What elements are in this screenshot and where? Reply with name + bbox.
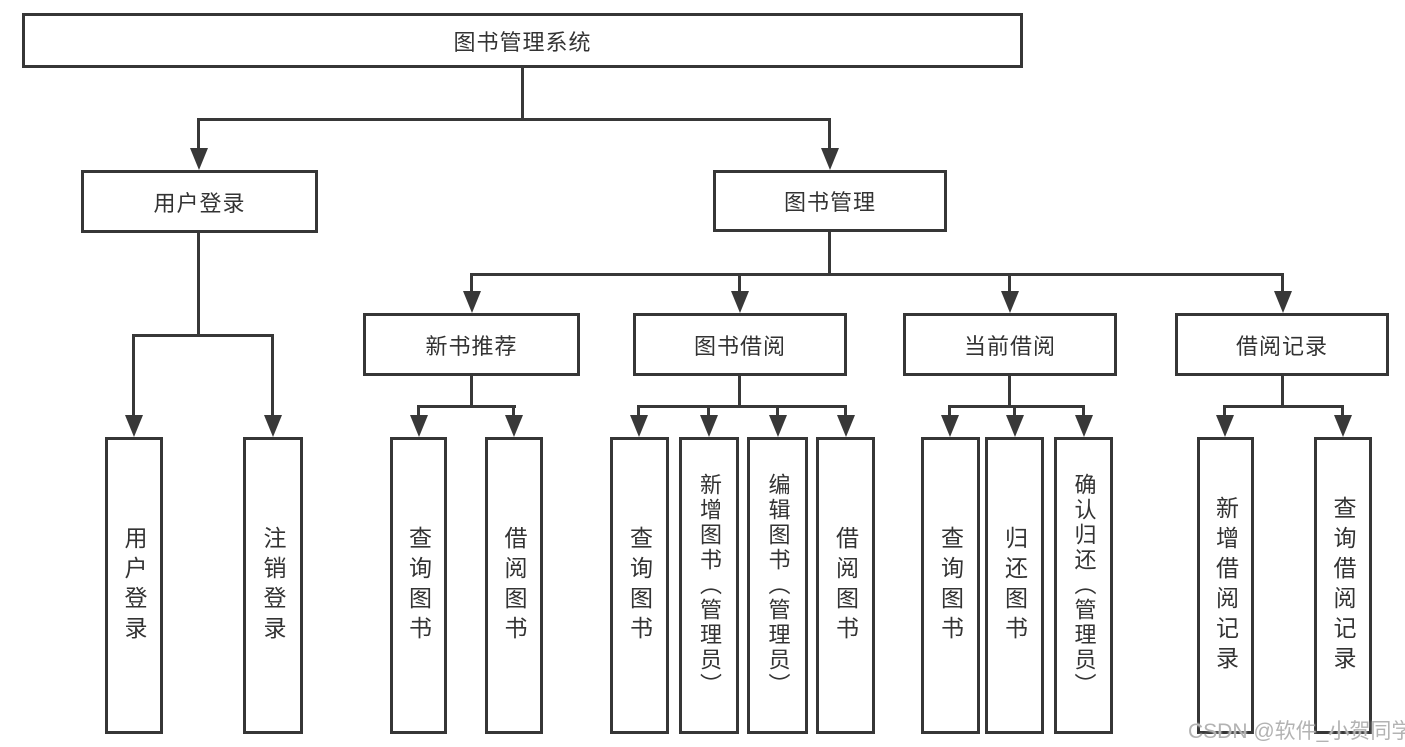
leaf-return-book: 归还图书 [985, 437, 1044, 734]
arrow-down-icon [1001, 291, 1019, 313]
leaf-confirm-return-admin: 确认归还（管理员） [1054, 437, 1113, 734]
connector-line [271, 334, 274, 418]
connector-line [637, 405, 640, 419]
arrow-down-icon [264, 415, 282, 437]
leaf-query-books-borrowing: 查询图书 [610, 437, 669, 734]
arrow-down-icon [463, 291, 481, 313]
connector-line [197, 233, 200, 337]
arrow-down-icon [700, 415, 718, 437]
leaf-user-login: 用户登录 [105, 437, 163, 734]
connector-line [417, 405, 516, 408]
connector-line [132, 334, 135, 418]
connector-line [132, 334, 274, 337]
arrow-down-icon [630, 415, 648, 437]
leaf-logout: 注销登录 [243, 437, 303, 734]
arrow-down-icon [1075, 415, 1093, 437]
arrow-down-icon [941, 415, 959, 437]
connector-line [512, 405, 515, 419]
connector-line [738, 376, 741, 408]
node-new-book-recommendation: 新书推荐 [363, 313, 580, 376]
arrow-down-icon [769, 415, 787, 437]
connector-line [1341, 405, 1344, 419]
connector-line [844, 405, 847, 419]
connector-line [776, 405, 779, 419]
arrow-down-icon [410, 415, 428, 437]
connector-line [1223, 405, 1344, 408]
connector-line [637, 405, 847, 408]
connector-line [417, 405, 420, 419]
node-book-management: 图书管理 [713, 170, 947, 232]
arrow-down-icon [837, 415, 855, 437]
connector-line [828, 118, 831, 152]
node-library-management-system: 图书管理系统 [22, 13, 1023, 68]
leaf-borrow-books-recommend: 借阅图书 [485, 437, 543, 734]
arrow-down-icon [1216, 415, 1234, 437]
csdn-watermark: CSDN @软件_小贺同学 [1188, 720, 1405, 743]
leaf-add-book-admin: 新增图书（管理员） [679, 437, 739, 734]
connector-line [948, 405, 951, 419]
leaf-edit-book-admin: 编辑图书（管理员） [747, 437, 808, 734]
leaf-query-books-current: 查询图书 [921, 437, 980, 734]
leaf-query-borrow-record: 查询借阅记录 [1314, 437, 1372, 734]
connector-line [1281, 376, 1284, 408]
arrow-down-icon [505, 415, 523, 437]
connector-line [470, 376, 473, 408]
connector-line [738, 273, 741, 295]
arrow-down-icon [1006, 415, 1024, 437]
connector-line [1281, 273, 1284, 295]
connector-line [707, 405, 710, 419]
node-user-login: 用户登录 [81, 170, 318, 233]
connector-line [1013, 405, 1016, 419]
connector-line [948, 405, 1085, 408]
connector-line [1008, 273, 1011, 295]
node-borrowing-records: 借阅记录 [1175, 313, 1389, 376]
arrow-down-icon [1274, 291, 1292, 313]
arrow-down-icon [821, 148, 839, 170]
connector-line [1082, 405, 1085, 419]
connector-line [197, 118, 200, 152]
connector-line [1008, 376, 1011, 408]
leaf-add-borrow-record: 新增借阅记录 [1197, 437, 1254, 734]
node-book-borrowing: 图书借阅 [633, 313, 847, 376]
node-current-borrowing: 当前借阅 [903, 313, 1117, 376]
arrow-down-icon [1334, 415, 1352, 437]
connector-line [828, 232, 831, 276]
arrow-down-icon [190, 148, 208, 170]
connector-line [1223, 405, 1226, 419]
connector-line [197, 118, 831, 121]
leaf-borrow-books-borrowing: 借阅图书 [816, 437, 875, 734]
connector-line [470, 273, 473, 295]
arrow-down-icon [125, 415, 143, 437]
connector-line [521, 66, 524, 120]
arrow-down-icon [731, 291, 749, 313]
connector-line [470, 273, 1284, 276]
leaf-query-books-recommend: 查询图书 [390, 437, 447, 734]
